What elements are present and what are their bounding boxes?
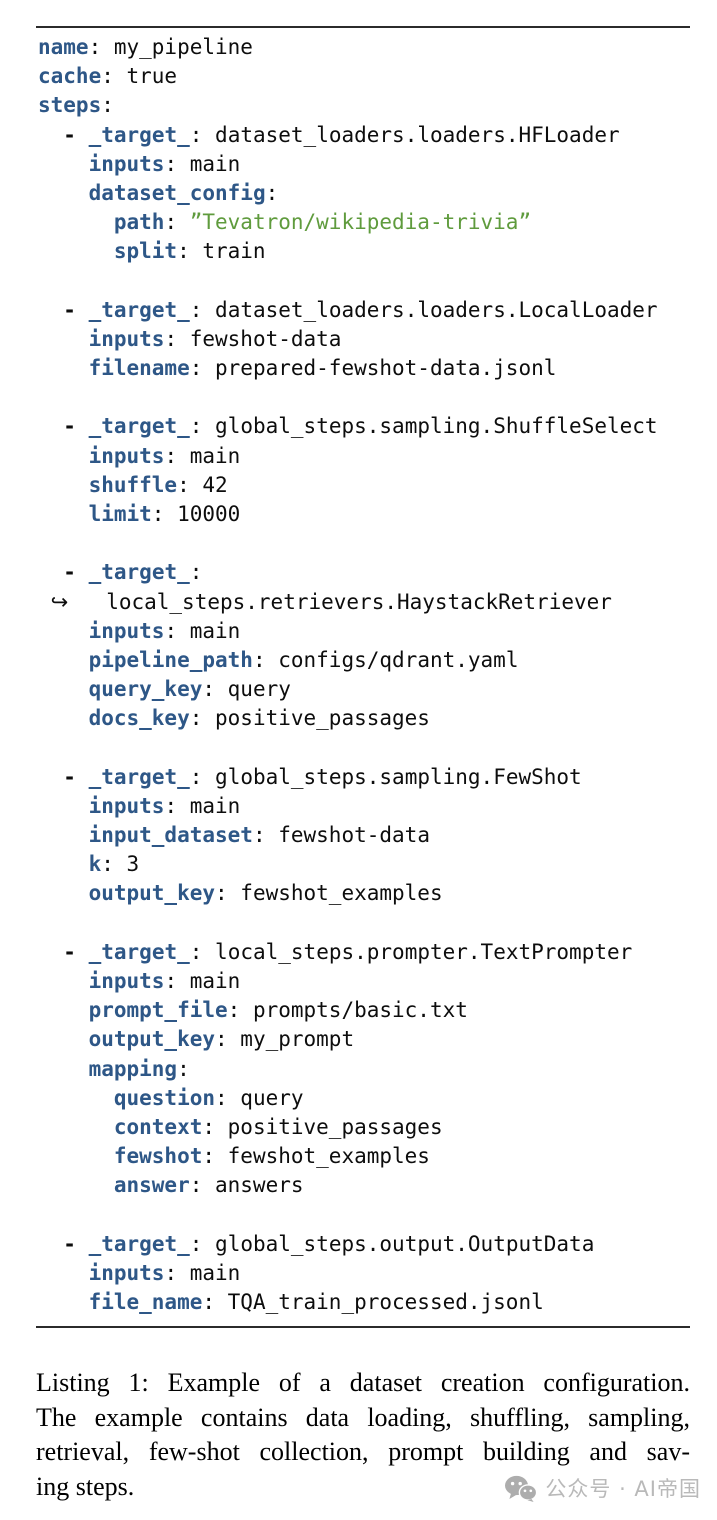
code-line: split: train xyxy=(113,239,266,264)
code-line: answer: answers xyxy=(113,1173,304,1198)
code-line: shuffle: 42 xyxy=(88,472,228,497)
caption-line: Listing 1: Example of a dataset creation… xyxy=(36,1368,690,1397)
listing-caption: Listing 1: Example of a dataset creation… xyxy=(36,1366,690,1504)
code-line: inputs: main xyxy=(88,618,241,643)
code-line: - _target_: global_steps.sampling.FewSho… xyxy=(63,764,582,789)
code-line: query_key: query xyxy=(88,677,291,702)
code-line: - _target_: global_steps.output.OutputDa… xyxy=(63,1231,595,1256)
code-line: output_key: fewshot_examples xyxy=(88,881,443,906)
wechat-icon xyxy=(504,1475,538,1502)
code-line: inputs: main xyxy=(88,443,241,468)
code-line: dataset_config: xyxy=(88,180,279,205)
code-line: k: 3 xyxy=(88,852,140,877)
code-line xyxy=(38,1201,658,1230)
code-line: input_dataset: fewshot-data xyxy=(88,823,430,848)
code-line xyxy=(38,909,658,938)
code-line: limit: 10000 xyxy=(88,502,241,526)
code-line: inputs: fewshot-data xyxy=(88,326,342,351)
yaml-listing: name: my_pipeline cache: true steps: - _ta… xyxy=(38,33,658,1317)
code-line xyxy=(38,529,658,558)
code-line: context: positive_passages xyxy=(113,1114,443,1139)
code-line: - _target_: global_steps.sampling.Shuffl… xyxy=(63,414,658,439)
code-line: name: my_pipeline xyxy=(38,35,253,59)
caption-line: retrieval, few-shot collection, prompt b… xyxy=(36,1437,690,1466)
code-line xyxy=(38,383,658,412)
code-line: - _target_: dataset_loaders.loaders.Loca… xyxy=(63,297,658,322)
watermark: 公众号 · AI帝国 xyxy=(504,1473,701,1503)
code-line: mapping: xyxy=(88,1056,190,1081)
code-line: pipeline_path: configs/qdrant.yaml xyxy=(88,647,519,672)
code-line: ↪ local_steps.retrievers.HaystackRetriev… xyxy=(50,589,612,614)
code-line: inputs: main xyxy=(88,151,241,176)
code-line: path: ”Tevatron/wikipedia-trivia” xyxy=(113,210,532,235)
caption-line: ing steps. xyxy=(36,1471,135,1501)
code-line: steps: xyxy=(38,93,114,118)
code-line: - _target_: local_steps.prompter.TextPro… xyxy=(63,939,633,964)
bottom-rule xyxy=(36,1326,690,1328)
code-line: file_name: TQA_train_processed.jsonl xyxy=(88,1290,544,1315)
code-line: inputs: main xyxy=(88,1260,241,1285)
code-line: - _target_: dataset_loaders.loaders.HFLo… xyxy=(63,122,620,147)
code-line: fewshot: fewshot_examples xyxy=(113,1144,430,1169)
watermark-text: 公众号 · AI帝国 xyxy=(545,1477,701,1501)
code-line: docs_key: positive_passages xyxy=(88,706,430,731)
code-line: prompt_file: prompts/basic.txt xyxy=(88,998,468,1023)
top-rule xyxy=(36,26,690,28)
code-line: - _target_: xyxy=(63,560,203,585)
caption-line: The example contains data loading, shuff… xyxy=(36,1402,690,1432)
code-line: question: query xyxy=(113,1085,304,1110)
code-line: inputs: main xyxy=(88,969,241,993)
code-line: inputs: main xyxy=(88,793,241,818)
code-line xyxy=(38,267,658,296)
code-line xyxy=(38,734,658,763)
code-line: output_key: my_prompt xyxy=(88,1027,355,1052)
code-line: cache: true xyxy=(38,64,178,89)
code-line: filename: prepared-fewshot-data.jsonl xyxy=(88,356,557,381)
